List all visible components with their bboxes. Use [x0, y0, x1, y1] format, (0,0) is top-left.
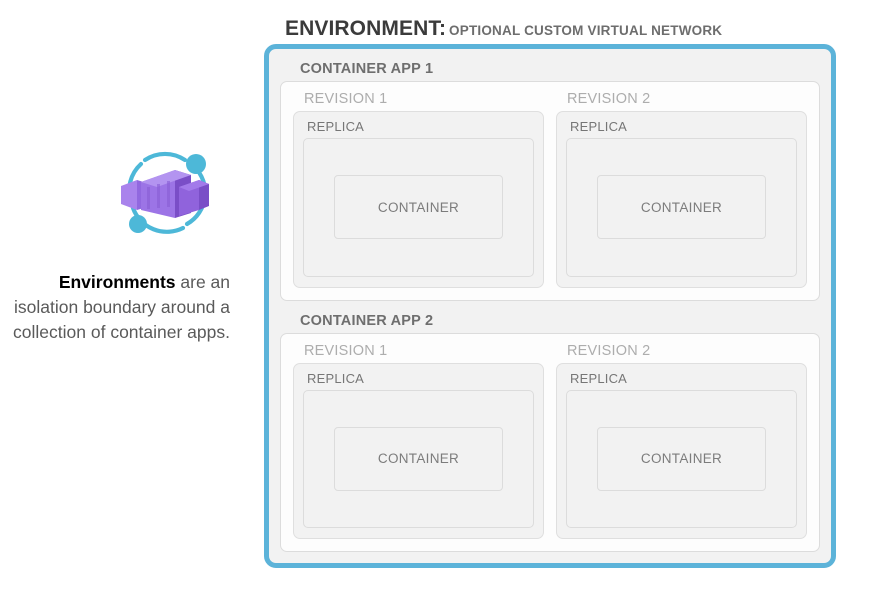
- container-label: CONTAINER: [377, 451, 460, 467]
- container-box: CONTAINER: [333, 175, 504, 240]
- container-app-block: CONTAINER APP 1 REVISION 1 REPLICA CONTA…: [280, 59, 820, 301]
- caption-bold-lead: Environments: [58, 272, 176, 292]
- revision-panel: REPLICA CONTAINER: [556, 362, 807, 539]
- revision-block: REVISION 2 REPLICA CONTAINER: [556, 90, 807, 288]
- replica-label: REPLICA: [570, 370, 628, 386]
- container-app-label: CONTAINER APP 2: [300, 312, 434, 329]
- replica-label: REPLICA: [307, 370, 365, 386]
- container-app-block: CONTAINER APP 2 REVISION 1 REPLICA CONTA…: [280, 311, 820, 552]
- caption-rest: are an isolation boundary around a colle…: [13, 272, 230, 342]
- left-info-panel: Environments are an isolation boundary a…: [0, 0, 250, 593]
- azure-container-apps-icon: [113, 142, 217, 246]
- caption-text: Environments are an isolation boundary a…: [8, 270, 230, 345]
- replica-panel: CONTAINER: [303, 389, 534, 528]
- replica-panel: CONTAINER: [566, 389, 797, 528]
- container-label: CONTAINER: [377, 199, 460, 215]
- container-app-label: CONTAINER APP 1: [300, 61, 434, 77]
- environment-title-sub: OPTIONAL CUSTOM VIRTUAL NETWORK: [449, 23, 723, 38]
- container-box: CONTAINER: [596, 175, 767, 240]
- container-app-panel: REVISION 1 REPLICA CONTAINER REVISION 2 …: [280, 81, 820, 301]
- orbit-node-bottom-icon: [129, 215, 147, 233]
- container-app-panel: REVISION 1 REPLICA CONTAINER REVISION 2 …: [280, 332, 820, 552]
- environment-title: ENVIRONMENT:OPTIONAL CUSTOM VIRTUAL NETW…: [285, 17, 722, 41]
- replica-label: REPLICA: [570, 119, 628, 134]
- revision-block: REVISION 1 REPLICA CONTAINER: [293, 90, 544, 288]
- container-label: CONTAINER: [640, 199, 723, 215]
- replica-label: REPLICA: [307, 119, 365, 134]
- environment-title-main: ENVIRONMENT:: [285, 17, 447, 40]
- revision-label: REVISION 2: [567, 342, 651, 359]
- revision-block: REVISION 2 REPLICA CONTAINER: [556, 342, 807, 539]
- revision-panel: REPLICA CONTAINER: [293, 111, 544, 288]
- container-label: CONTAINER: [640, 451, 723, 467]
- container-box: CONTAINER: [333, 426, 504, 491]
- container-box: CONTAINER: [596, 426, 767, 491]
- revision-label: REVISION 1: [304, 91, 388, 107]
- revision-panel: REPLICA CONTAINER: [293, 362, 544, 539]
- azure-container-apps-icon-svg: [121, 151, 209, 234]
- revision-label: REVISION 1: [304, 342, 388, 359]
- revision-label: REVISION 2: [567, 91, 651, 107]
- replica-panel: CONTAINER: [303, 138, 534, 277]
- orbit-node-top-icon: [186, 154, 206, 174]
- replica-panel: CONTAINER: [566, 138, 797, 277]
- environment-boundary: CONTAINER APP 1 REVISION 1 REPLICA CONTA…: [264, 44, 836, 568]
- revision-panel: REPLICA CONTAINER: [556, 111, 807, 288]
- revision-block: REVISION 1 REPLICA CONTAINER: [293, 342, 544, 539]
